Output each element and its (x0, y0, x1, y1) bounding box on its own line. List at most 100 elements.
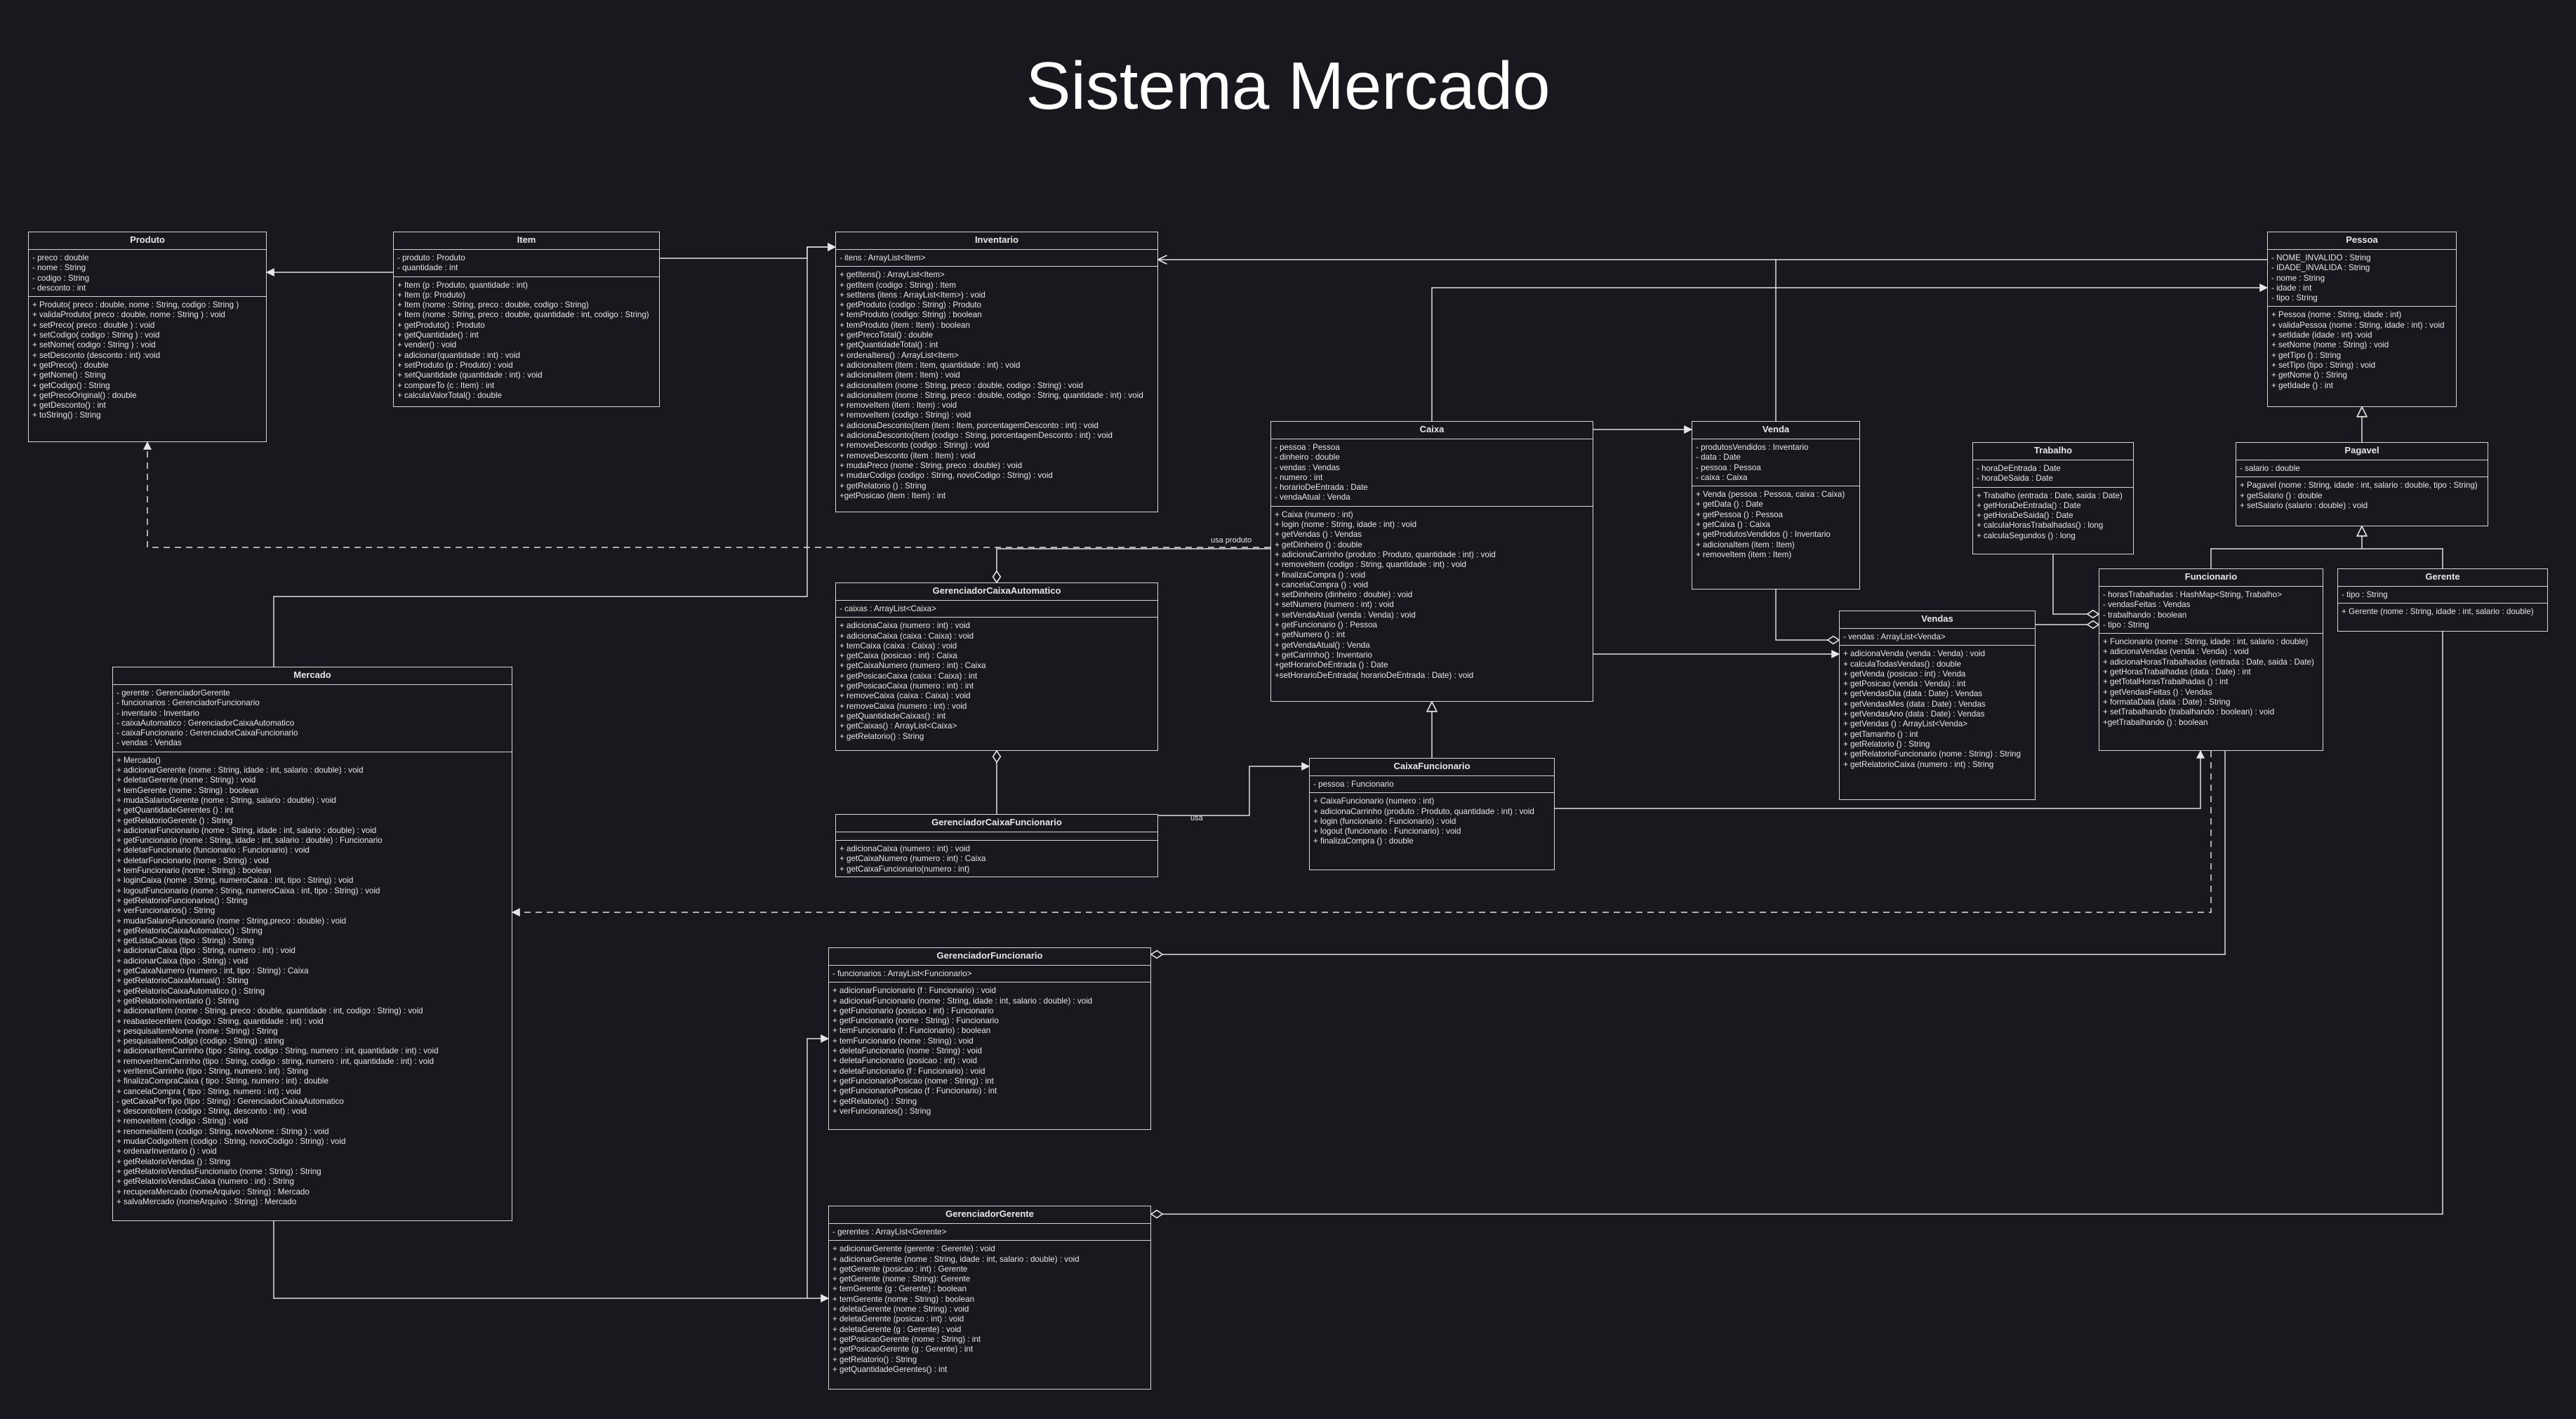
method: + getVendasAno (data : Date) : Vendas (1843, 710, 1985, 719)
method: + getQuantidadeGerentes () : int (117, 806, 234, 815)
method: + getFuncionarioPosicao (nome : String) … (832, 1076, 994, 1086)
method: + adicionaItem (item : Item, quantidade … (839, 360, 1021, 370)
class-name: Mercado (113, 667, 512, 685)
class-item[interactable]: Item- produto : Produto- quantidade : in… (393, 232, 660, 407)
class-name: Item (394, 232, 659, 250)
method: + adicionar(quantidade : int) : void (397, 350, 520, 360)
class-inventario[interactable]: Inventario- itens : ArrayList<Item>+ get… (835, 232, 1158, 512)
method: + CaixaFuncionario (numero : int) (1313, 797, 1435, 806)
connector-caixa-usa-produto (143, 441, 1270, 548)
class-attributes: - horasTrabalhadas : HashMap<String, Tra… (2099, 587, 2323, 634)
class-attributes: - gerentes : ArrayList<Gerente> (829, 1224, 1150, 1241)
method: + ordenarInventario () : void (117, 1147, 217, 1157)
connector-gcf-caixafuncionario (1158, 762, 1310, 816)
method: + pesquisaItemCodigo (codigo : String) :… (117, 1037, 284, 1046)
class-name: GerenciadorGerente (829, 1206, 1150, 1224)
class-pagavel[interactable]: Pagavel- salario : double+ Pagavel (nome… (2236, 442, 2488, 526)
connector-funcionario-mercado (511, 751, 2212, 917)
method: + getRelatorioVendas () : String (117, 1157, 231, 1166)
connector-gca-caixa (992, 548, 1270, 584)
method: + getQuantidade() : int (397, 331, 479, 340)
method: + deletaFuncionario (nome : String) : vo… (832, 1046, 982, 1056)
class-caixafuncionario[interactable]: CaixaFuncionario- pessoa : Funcionario+ … (1309, 758, 1555, 870)
method: + getPreco() : double (32, 360, 109, 370)
method: + getVendasDia (data : Date) : Vendas (1843, 689, 1983, 699)
class-attributes: - horaDeEntrada : Date- horaDeSaida : Da… (1973, 460, 2133, 488)
attribute: - vendasFeitas : Vendas (2103, 600, 2191, 610)
class-gfunc[interactable]: GerenciadorFuncionario- funcionarios : A… (828, 947, 1151, 1130)
diagram-title: Sistema Mercado (1025, 48, 1551, 124)
class-attributes: - pessoa : Funcionario (1310, 776, 1554, 794)
attribute: - numero : int (1275, 472, 1323, 482)
method: + adicionarFuncionario (nome : String, i… (832, 996, 1093, 1006)
attribute: - quantidade : int (397, 263, 458, 273)
method: + adicionarCaixa (tipo : String, numero … (117, 946, 296, 956)
attribute: - pessoa : Pessoa (1696, 462, 1761, 472)
attribute: - gerentes : ArrayList<Gerente> (832, 1227, 947, 1237)
attribute: - funcionarios : ArrayList<Funcionario> (832, 969, 972, 978)
class-name: Funcionario (2099, 569, 2323, 587)
method: + calculaValorTotal() : double (397, 390, 502, 400)
attribute: - salario : double (2240, 464, 2300, 473)
attribute: - NOME_INVALIDO : String (2271, 253, 2371, 262)
connector-mercado-inventario (273, 243, 837, 667)
method: + adicionarItemCarrinho (tipo : String, … (117, 1046, 439, 1056)
class-gerente[interactable]: Gerente- tipo : String+ Gerente (nome : … (2337, 568, 2548, 632)
method: + Trabalho (entrada : Date, saida : Date… (1977, 491, 2123, 500)
attribute: - vendaAtual : Venda (1275, 493, 1350, 502)
method: + verFuncionarios() : String (117, 906, 215, 916)
method: + adicionaCarrinho (produto : Produto, q… (1313, 806, 1534, 816)
method: + recuperaMercado (nomeArquivo : String)… (117, 1187, 310, 1197)
class-attributes: - itens : ArrayList<Item> (836, 250, 1157, 267)
class-methods: + adicionarFuncionario (f : Funcionario)… (829, 982, 1150, 1119)
method: + temGerente (g : Gerente) : boolean (832, 1284, 967, 1294)
class-caixa[interactable]: Caixa- pessoa : Pessoa- dinheiro : doubl… (1270, 421, 1593, 702)
connector-gerente-ggerente (1150, 632, 2443, 1219)
attribute: - vendas : Vendas (1275, 462, 1340, 472)
class-produto[interactable]: Produto- preco : double- nome : String- … (28, 232, 267, 442)
method: + getVendasMes (data : Date) : Vendas (1843, 699, 1986, 709)
method: + deletaGerente (g : Gerente) : void (832, 1324, 962, 1334)
method: + removeItem (codigo : String) : void (839, 411, 971, 420)
method: +getTrabalhando () : boolean (2103, 717, 2208, 727)
attribute: - caixa : Caixa (1696, 472, 1748, 482)
method: + getCaixas() : ArrayList<Caixa> (839, 721, 957, 731)
method: + getRelatorio () : String (839, 481, 927, 491)
class-methods: + adicionaCaixa (numero : int) : void+ g… (836, 841, 1157, 877)
class-gca[interactable]: GerenciadorCaixaAutomatico- caixas : Arr… (835, 582, 1158, 751)
method: + getQuantidadeGerentes() : int (832, 1364, 948, 1374)
class-name: GerenciadorCaixaFuncionario (836, 815, 1157, 832)
method: + getPosicao (venda : Venda) : int (1843, 679, 1966, 689)
class-gcf[interactable]: GerenciadorCaixaFuncionario + adicionaCai… (835, 814, 1158, 877)
method: + adicionaItem (item : Item) : void (839, 371, 960, 380)
class-venda[interactable]: Venda- produtosVendidos : Inventario- da… (1692, 421, 1860, 589)
method: + getVendas () : ArrayList<Venda> (1843, 719, 1967, 729)
class-attributes: - produtosVendidos : Inventario- data : … (1692, 439, 1859, 487)
class-name: Pagavel (2236, 443, 2488, 460)
class-methods: + Caixa (numero : int)+ login (nome : St… (1271, 507, 1593, 684)
class-mercado[interactable]: Mercado- gerente : GerenciadorGerente- f… (112, 667, 512, 1221)
class-trabalho[interactable]: Trabalho- horaDeEntrada : Date- horaDeSa… (1972, 442, 2134, 554)
method: + removerItemCarrinho (tipo : String, co… (117, 1056, 434, 1066)
method: + calculaHorasTrabalhadas() : long (1977, 521, 2104, 531)
method: +getHorarioDeEntrada () : Date (1275, 660, 1388, 670)
class-funcionario[interactable]: Funcionario- horasTrabalhadas : HashMap<… (2099, 568, 2323, 751)
attribute: - desconto : int (32, 283, 86, 293)
method: + removeDesconto (codigo : String) : voi… (839, 441, 990, 451)
class-pessoa[interactable]: Pessoa- NOME_INVALIDO : String- IDADE_IN… (2267, 232, 2457, 407)
method: + removeCaixa (caixa : Caixa) : void (839, 691, 971, 701)
method: + getProduto (codigo : String) : Produto (839, 300, 982, 310)
method: + mudaSalarioGerente (nome : String, sal… (117, 795, 336, 805)
method: + getVenda (posicao : int) : Venda (1843, 669, 1966, 679)
method: + finalizaCompraCaixa ( tipo : String, n… (117, 1077, 328, 1086)
method: + setPreco( preco : double ) : void (32, 320, 155, 330)
class-ggerente[interactable]: GerenciadorGerente - gerentes : ArrayList… (828, 1206, 1151, 1390)
method: + getRelatorio() : String (832, 1354, 917, 1364)
method: + getItens() : ArrayList<Item> (839, 270, 945, 280)
method: + temFuncionario (nome : String) : void (832, 1036, 974, 1046)
class-vendas[interactable]: Vendas- vendas : ArrayList<Venda>+ adici… (1839, 611, 2036, 800)
method: + getFuncionario (posicao : int) : Funci… (832, 1006, 994, 1015)
method: + adicionaDesconto(item (codigo : String… (839, 431, 1113, 441)
method: + getPosicaoGerente (nome : String) : in… (832, 1334, 981, 1344)
